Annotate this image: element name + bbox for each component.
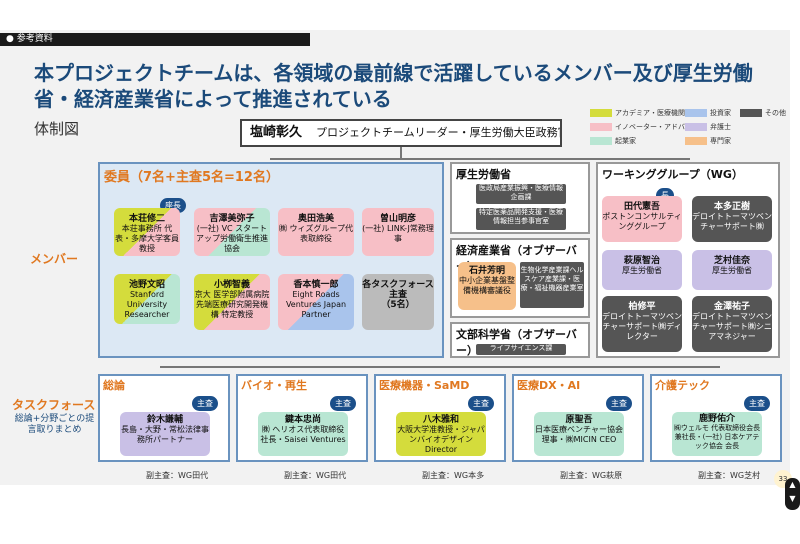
legend-innovator: イノベーター・アドバイザー (590, 122, 706, 132)
legend-investor: 投資家 (685, 108, 731, 118)
taskforce-care: 介護テック主査鹿野佑介 ㈱ウェルモ 代表取締役会長兼社長・(一社) 日本ケアテッ… (650, 374, 782, 462)
meti-person-card: 石井芳明 中小企業基盤整備機構審議役 (458, 262, 516, 310)
taskforce-leads-card: 各タスクフォース主査 （5名） (362, 274, 434, 330)
legend-other: その他 (740, 108, 786, 118)
sub-lead: 副主査：WG芝村 (698, 471, 761, 480)
meti-item: 生物化学産業課ヘルスケア産業課・医療・福祉機器産業室 (520, 262, 584, 308)
taskforce-bio: バイオ・再生主査鍵本忠尚 ㈱ ヘリオス代表取締役社長・Saisei Ventur… (236, 374, 368, 462)
taskforce-sublabel: 総論+分野ごとの提言取りまとめ (14, 414, 95, 435)
mhlw-panel: 厚生労働省 医政局産業振興・医療情報企画課 特定医薬品開発支援・医療情報担当参事… (450, 162, 590, 234)
wg-card: 金澤祐子 デロイトトーマツベンチャーサポート㈱シニアマネジャー (692, 296, 772, 352)
wg-card: 柏修平 デロイトトーマツベンチャーサポート㈱ディレクター (602, 296, 682, 352)
mhlw-item: 医政局産業振興・医療情報企画課 (476, 184, 566, 204)
chevron-down-icon[interactable]: ▼ (789, 494, 796, 503)
lead-card: 鈴木謙輔 長島・大野・常松法律事務所パートナー (120, 412, 210, 456)
lead-badge: 主査 (468, 396, 494, 411)
member-card: 奥田浩美 ㈱ ウィズグループ代表取締役 (278, 208, 354, 256)
lead-card: 原聖吾 日本医療ベンチャー協会 理事・㈱MICIN CEO (534, 412, 624, 456)
wg-card: 萩原智治 厚生労働省 (602, 250, 682, 290)
member-card: 曽山明彦 (一社) LINK-J常務理事 (362, 208, 434, 256)
member-card: 本荘修二 本荘事務所 代表・多摩大学客員教授 (114, 208, 180, 256)
sub-lead: 副主査：WG田代 (284, 471, 347, 480)
leader-box: 塩崎彰久プロジェクトチームリーダー・厚生労働大臣政務官 (240, 119, 562, 147)
taskforce-general: 総論主査鈴木謙輔 長島・大野・常松法律事務所パートナー (98, 374, 230, 462)
mext-title: 文部科学省（オブザーバー） (456, 328, 577, 357)
legend-entrepreneur: 起業家 (590, 136, 636, 146)
sub-lead: 副主査：WG本多 (422, 471, 485, 480)
members-label: メンバー (30, 252, 79, 266)
leader-name: 塩崎彰久 (250, 125, 303, 140)
wg-title: ワーキンググループ（WG） (602, 168, 743, 181)
connector (160, 366, 720, 368)
slide-title: 本プロジェクトチームは、各領域の最前線で活躍しているメンバー及び厚生労働省・経済… (34, 61, 753, 111)
taskforce-label: タスクフォース (12, 398, 96, 412)
member-card: 香本慎一郎 Eight Roads Ventures Japan Partner (278, 274, 354, 330)
lead-badge: 主査 (192, 396, 218, 411)
lead-badge: 主査 (606, 396, 632, 411)
mhlw-item: 特定医薬品開発支援・医療情報担当参事官室 (476, 208, 566, 230)
wg-card: 本多正樹 デロイトトーマツベンチャーサポート㈱ (692, 196, 772, 242)
legend-academia: アカデミア・医療機関 (590, 108, 685, 118)
lead-card: 八木雅和 大阪大学准教授・ジャパンバイオデザインDirector (396, 412, 486, 456)
mext-panel: 文部科学省（オブザーバー） ライフサイエンス課 (450, 322, 590, 358)
committee-title: 委員（7名+主査5名=12名） (104, 170, 279, 185)
leader-role: プロジェクトチームリーダー・厚生労働大臣政務官 (316, 126, 562, 139)
sub-lead: 副主査：WG萩原 (560, 471, 623, 480)
meti-panel: 経済産業省（オブザーバー） 石井芳明 中小企業基盤整備機構審議役 生物化学産業課… (450, 238, 590, 318)
legend-expert: 専門家 (685, 136, 731, 146)
lead-card: 鍵本忠尚 ㈱ ヘリオス代表取締役社長・Saisei Ventures (258, 412, 348, 456)
committee-panel: 委員（7名+主査5名=12名） 座長 本荘修二 本荘事務所 代表・多摩大学客員教… (98, 162, 444, 358)
mext-item: ライフサイエンス課 (476, 344, 566, 355)
org-chart-label: 体制図 (34, 120, 80, 138)
connector (400, 147, 402, 159)
wg-card: 田代憲吾 ポストンコンサルティンググループ (602, 196, 682, 242)
lead-badge: 主査 (330, 396, 356, 411)
member-card: 池野文昭 Stanford University Researcher (114, 274, 180, 324)
legend-lawyer: 弁護士 (685, 122, 731, 132)
scroll-nav-button[interactable]: ▲▼ (785, 478, 800, 510)
connector (270, 158, 690, 160)
wg-card: 芝村佳奈 厚生労働省 (692, 250, 772, 290)
lead-card: 鹿野佑介 ㈱ウェルモ 代表取締役会長兼社長・(一社) 日本ケアテック協会 会長 (672, 412, 762, 456)
member-card: 小栁智義 京大 医学部附属病院 先端医療研究開発機構 特定教授 (194, 274, 270, 330)
wg-panel: ワーキンググループ（WG） 長 田代憲吾 ポストンコンサルティンググループ 本多… (596, 162, 780, 358)
mhlw-title: 厚生労働省 (456, 168, 511, 181)
sub-lead: 副主査：WG田代 (146, 471, 209, 480)
chevron-up-icon[interactable]: ▲ (789, 480, 796, 489)
lead-badge: 主査 (744, 396, 770, 411)
reference-tag: ● 参考資料 (0, 33, 310, 46)
member-card: 吉澤美弥子 (一社) VC スタートアップ労働衛生推進協会 (194, 208, 270, 256)
